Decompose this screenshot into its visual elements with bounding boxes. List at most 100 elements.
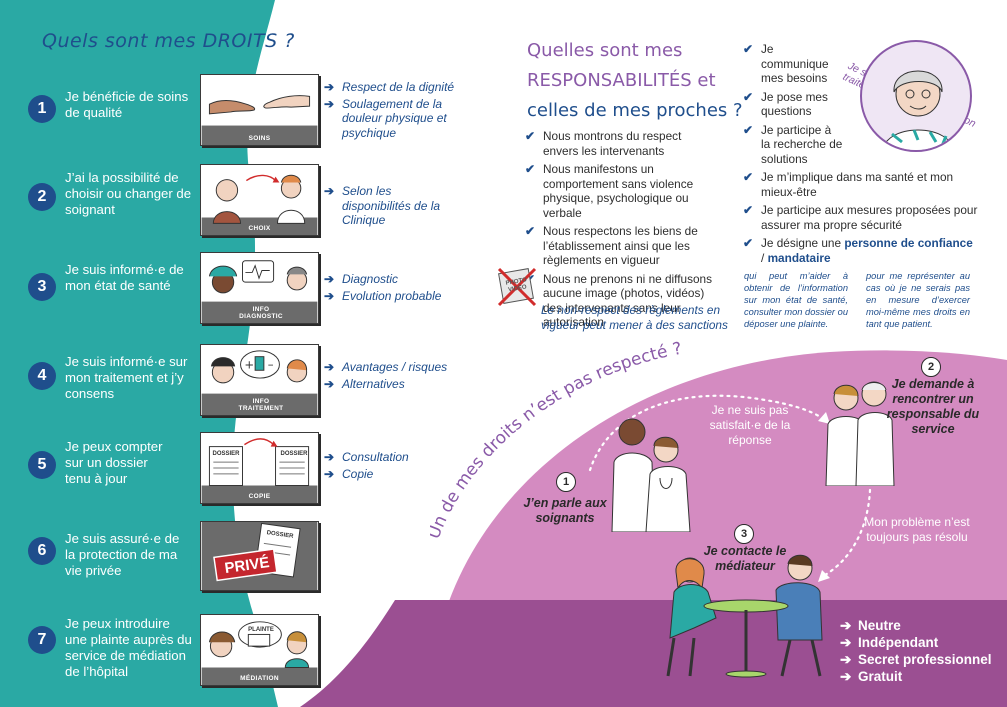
arrow-right-icon: ➔ (840, 669, 852, 684)
list-item: ✔ Nous montrons du respect envers les int… (525, 129, 715, 158)
right-row-4: 4 Je suis informé·e sur mon traitement e… (0, 340, 460, 420)
list-item: ✔Nous ne prenons ni ne diffusons aucune … (525, 272, 715, 330)
item-text: Je m’implique dans ma santé et mon mieux… (761, 170, 954, 199)
mediator-features: ➔Neutre ➔Indépendant ➔Secret professionn… (840, 617, 992, 685)
point-text: Alternatives (342, 376, 405, 391)
number-badge: 5 (28, 451, 56, 479)
card-label: CHOIX (248, 225, 271, 232)
feature-text: Indépendant (858, 635, 939, 650)
item-text: Nous ne prenons ni ne diffusons aucune i… (543, 271, 712, 330)
item-text: Je désigne une (761, 236, 842, 250)
feature-text: Secret professionnel (858, 652, 992, 667)
arrow-right-icon: ➔ (840, 618, 852, 633)
right-row-2: 2 J’ai la possibilité de choisir ou chan… (0, 160, 460, 240)
feature-text: Gratuit (858, 669, 903, 684)
arrow-item: ➔Selon les disponibilités de la Clinique (322, 184, 462, 228)
avatar (860, 40, 972, 152)
right-row-6: 6 Je suis assuré·e de la protection de m… (0, 515, 460, 595)
dossier-label-right: DOSSIER (280, 451, 308, 457)
svg-text:+: + (244, 357, 254, 371)
title-line-1: Quelles sont mes (527, 40, 683, 61)
right-text: Je suis informé·e de mon état de santé (65, 262, 184, 293)
right-row-5: 5 Je peux compter sur un dossier tenu à … (0, 428, 460, 508)
dossier-label-left: DOSSIER (212, 451, 240, 457)
list-item: ✔ Je m’implique dans ma santé et mon mieu… (743, 170, 978, 199)
arrow-list: ➔Selon les disponibilités de la Clinique (322, 184, 462, 230)
feature-item: ➔Neutre (840, 617, 992, 634)
check-icon: ✔ (743, 236, 753, 250)
transition-1-text: Je ne suis pas satisfait·e de la réponse (709, 403, 791, 447)
item-text: Nous montrons du respect envers les inte… (543, 129, 682, 158)
sanctions-note: Le non-respect des règlements en vigueur… (541, 303, 728, 332)
arrow-item: ➔ Avantages / risques (322, 360, 462, 375)
arrow-list: ➔Respect de la dignité ➔ Soulagement de l… (322, 80, 462, 142)
arrow-right-icon: ➔ (324, 360, 335, 374)
arrow-right-icon: ➔ (324, 96, 335, 111)
step-1-text: J’en parle aux soignants (523, 496, 607, 525)
item-text: Je participe aux mesures proposées pour … (761, 203, 978, 232)
separator: / (761, 250, 768, 265)
item-text: Nous respectons les biens de l’établisse… (543, 224, 698, 267)
list-item: ✔Je pose mes questions (743, 90, 843, 119)
list-item: ✔ Je participe aux mesures proposées pour… (743, 203, 978, 232)
point-text: Evolution probable (342, 288, 442, 303)
title-line-2: RESPONSABILITÉS et (527, 70, 716, 91)
item-text: Nous manifestons un comportement sans vi… (543, 162, 694, 220)
right-text: Je suis informé·e sur mon traitement et … (65, 354, 188, 401)
rights-title: Quels sont mes DROITS ? (42, 30, 295, 52)
treatment-icon: + – INFO TRAITEMENT (200, 344, 319, 416)
transition-2-text: Mon problème n’est toujours pas résolu (864, 515, 970, 544)
arrow-list: ➔Consultation ➔Copie (322, 450, 462, 483)
choice-icon: CHOIX (200, 164, 319, 236)
mandataire: mandataire (767, 250, 831, 265)
list-item: ✔Je désigne une personne de confiance / … (743, 236, 978, 265)
arrow-item: ➔Consultation (322, 450, 462, 465)
complaint-icon: PLAINTE MÉDIATION (200, 614, 319, 686)
list-item: ✔Je communique mes besoins (743, 42, 843, 86)
arrow-item: ➔Copie (322, 467, 462, 482)
check-icon: ✔ (743, 42, 753, 56)
hands-icon: SOINS (200, 74, 319, 146)
right-row-3: 3 Je suis informé·e de mon état de santé… (0, 248, 460, 328)
check-icon: ✔ (525, 129, 535, 143)
item-text: Je pose mes questions (761, 89, 828, 119)
check-icon: ✔ (743, 170, 753, 184)
note-trusted-person: qui peut m’aider à obtenir de l’informat… (744, 271, 848, 329)
arrow-list: ➔ Avantages / risques ➔ Alternatives (322, 360, 462, 393)
card-label: SOINS (248, 135, 271, 142)
list-item: ✔Nous respectons les biens de l’établiss… (525, 224, 715, 268)
step-2-badge: 2 (921, 357, 941, 377)
arrow-item: ➔ Soulagement de la douleur physique et p… (322, 97, 462, 141)
manager-illustration (825, 381, 895, 486)
step-3-badge: 3 (734, 524, 754, 544)
check-icon: ✔ (743, 122, 753, 137)
no-photo-icon: PHOTO VIDÉO (497, 265, 537, 311)
right-text: Je peux compter sur un dossier tenu à jo… (65, 439, 163, 486)
arrow-right-icon: ➔ (324, 272, 335, 286)
check-icon: ✔ (525, 162, 535, 176)
feature-item: ➔Indépendant (840, 634, 992, 651)
dossier-icon: DOSSIER DOSSIER COPIE (200, 432, 319, 504)
svg-text:–: – (268, 357, 274, 371)
arrow-item: ➔ Alternatives (322, 377, 462, 392)
plainte-label: PLAINTE (248, 627, 274, 633)
note-mandataire: pour me représenter au cas où je ne sera… (866, 271, 970, 329)
point-text: Copie (342, 466, 374, 481)
arrow-item: ➔Respect de la dignité (322, 80, 462, 95)
point-text: Avantages / risques (342, 360, 448, 374)
item-text: Je participe à la recherche de solutions (761, 122, 843, 166)
right-text: Je peux introduire une plainte auprès du… (65, 616, 192, 679)
feature-item: ➔Secret professionnel (840, 651, 992, 668)
responsibilities-title: Quelles sont mes RESPONSABILITÉS et cell… (527, 36, 747, 126)
step-2-text: Je demande à rencontrer un responsable d… (886, 377, 980, 436)
arrow-right-icon: ➔ (324, 288, 335, 303)
step-3-text: Je contacte le médiateur (703, 544, 787, 573)
number-badge: 1 (28, 95, 56, 123)
arrow-right-icon: ➔ (324, 376, 335, 391)
check-icon: ✔ (743, 203, 753, 217)
right-text: Je suis assuré·e de la protection de ma … (65, 531, 180, 578)
point-text: Soulagement de la douleur physique et ps… (342, 96, 447, 140)
arrow-right-icon: ➔ (324, 80, 335, 94)
title-line-3: celles de mes proches ? (527, 100, 743, 121)
feature-item: ➔ Gratuit (840, 668, 992, 685)
